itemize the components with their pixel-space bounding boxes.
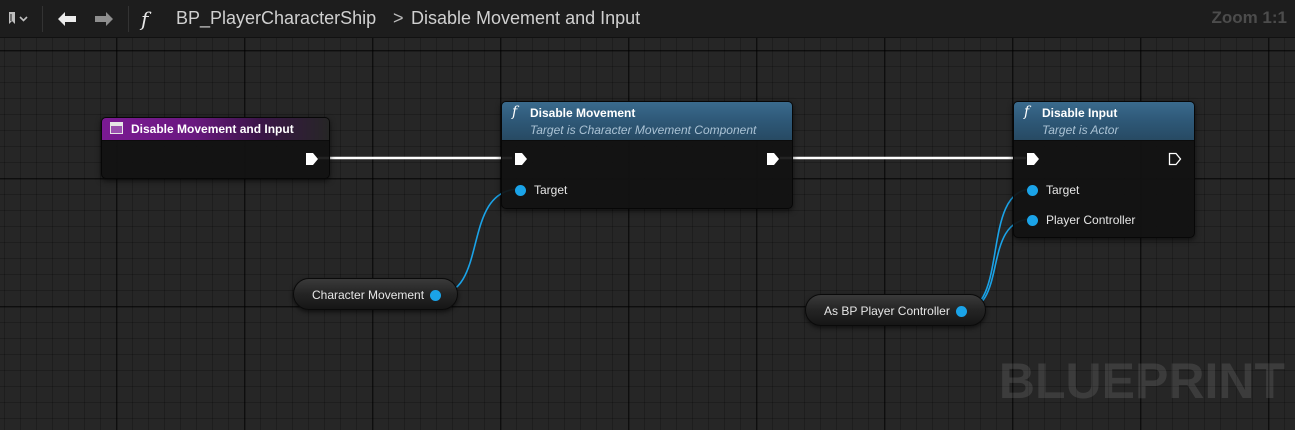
exec-out-pin[interactable] bbox=[766, 152, 780, 166]
function-icon: f bbox=[512, 104, 518, 120]
disable-movement-node[interactable]: f Disable Movement Target is Character M… bbox=[501, 101, 793, 209]
player-controller-pin-label: Player Controller bbox=[1046, 213, 1136, 227]
node-subtitle: Target is Actor bbox=[1042, 123, 1119, 137]
exec-in-pin[interactable] bbox=[514, 152, 528, 166]
target-pin[interactable] bbox=[515, 185, 526, 196]
character-movement-variable-node[interactable]: Character Movement bbox=[293, 278, 458, 310]
back-button[interactable] bbox=[54, 0, 80, 37]
zoom-level: Zoom 1:1 bbox=[1211, 8, 1287, 27]
exec-in-pin[interactable] bbox=[1026, 152, 1040, 166]
node-title: Disable Movement and Input bbox=[131, 122, 294, 136]
node-header: f Disable Input Target is Actor bbox=[1014, 102, 1194, 141]
blueprint-watermark: BLUEPRINT bbox=[998, 353, 1285, 409]
toolbar-divider bbox=[42, 6, 43, 32]
function-entry-icon bbox=[110, 122, 123, 134]
toolbar-divider bbox=[128, 6, 129, 32]
breadcrumb-graph[interactable]: BP_PlayerCharacterShip bbox=[176, 8, 377, 28]
node-header: f Disable Movement Target is Character M… bbox=[502, 102, 792, 141]
breadcrumb-function[interactable]: Disable Movement and Input bbox=[411, 8, 641, 28]
variable-output-pin[interactable] bbox=[956, 306, 967, 317]
bookmark-icon bbox=[9, 11, 28, 24]
exec-out-pin-unconnected[interactable] bbox=[1168, 152, 1182, 166]
node-title: Disable Movement bbox=[530, 106, 636, 120]
disable-input-node[interactable]: f Disable Input Target is Actor Target P… bbox=[1013, 101, 1195, 238]
target-pin-label: Target bbox=[1046, 183, 1080, 197]
breadcrumb-separator: > bbox=[393, 8, 404, 28]
function-icon: f bbox=[141, 6, 149, 31]
variable-output-pin[interactable] bbox=[430, 290, 441, 301]
variable-label: Character Movement bbox=[312, 288, 425, 302]
node-title: Disable Input bbox=[1042, 106, 1118, 120]
exec-out-pin[interactable] bbox=[305, 152, 319, 166]
function-entry-node[interactable]: Disable Movement and Input bbox=[101, 117, 330, 179]
bookmark-dropdown-button[interactable] bbox=[7, 0, 37, 37]
as-bp-player-controller-variable-node[interactable]: As BP Player Controller bbox=[805, 294, 986, 326]
function-icon: f bbox=[1024, 104, 1030, 120]
target-pin-label: Target bbox=[534, 183, 568, 197]
forward-button[interactable] bbox=[91, 0, 117, 37]
variable-label: As BP Player Controller bbox=[824, 304, 950, 318]
player-controller-pin[interactable] bbox=[1027, 215, 1038, 226]
target-pin[interactable] bbox=[1027, 185, 1038, 196]
node-subtitle: Target is Character Movement Component bbox=[530, 123, 757, 137]
node-header: Disable Movement and Input bbox=[102, 118, 329, 141]
back-arrow-icon bbox=[58, 11, 76, 26]
forward-arrow-icon bbox=[95, 11, 113, 26]
graph-toolbar: f BP_PlayerCharacterShip > Disable Movem… bbox=[0, 0, 1295, 38]
